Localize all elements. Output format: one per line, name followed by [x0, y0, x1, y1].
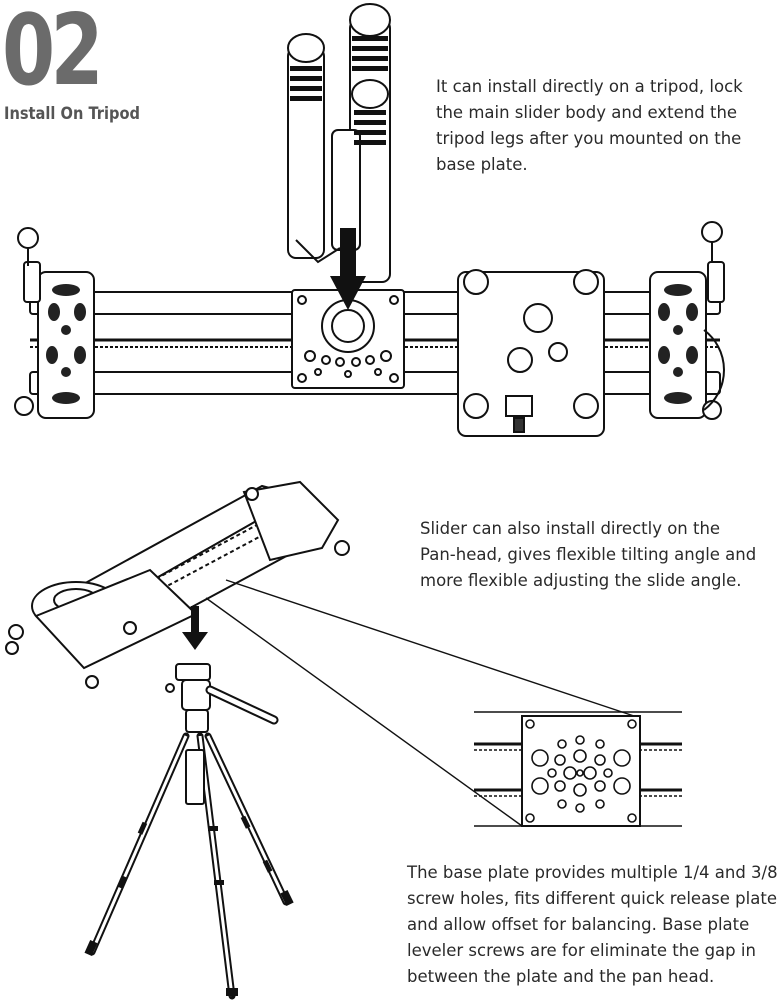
text-line: leveler screws are for eliminate the gap…	[407, 941, 756, 960]
text-line: The base plate provides multiple 1/4 and…	[407, 863, 778, 882]
text-line: Slider can also install directly on the	[420, 519, 721, 538]
instruction-pan-head: Slider can also install directly on the …	[420, 516, 756, 594]
mount-direction-arrow	[330, 228, 366, 310]
slider-carriage	[457, 269, 605, 437]
slider-end-cap-far	[242, 480, 350, 562]
text-line: tripod legs after you mounted on the	[436, 129, 742, 148]
instruction-tripod-mount: It can install directly on a tripod, loc…	[436, 74, 743, 178]
slider-angled-illustration	[5, 480, 635, 827]
step-number: 02	[2, 0, 104, 108]
instruction-base-plate: The base plate provides multiple 1/4 and…	[407, 860, 778, 990]
slider-carriage-angled	[5, 568, 198, 689]
slider-end-cap-left	[14, 227, 95, 419]
text-line: the main slider body and extend the	[436, 103, 738, 122]
slider-top-view-illustration	[14, 3, 725, 437]
text-line: between the plate and the pan head.	[407, 967, 715, 986]
mount-direction-arrow	[182, 606, 208, 650]
slider-end-cap-right	[649, 221, 725, 420]
text-line: base plate.	[436, 155, 528, 174]
pan-head	[165, 663, 279, 733]
text-line: and allow offset for balancing. Base pla…	[407, 915, 750, 934]
base-plate	[291, 289, 405, 389]
text-line: It can install directly on a tripod, loc…	[436, 77, 743, 96]
text-line: more flexible adjusting the slide angle.	[420, 571, 742, 590]
tripod-illustration	[84, 663, 294, 1000]
base-plate-detail	[474, 711, 682, 827]
tripod-legs-top-view	[287, 3, 391, 283]
step-title: Install On Tripod	[4, 104, 141, 124]
tripod-legs	[84, 732, 294, 1000]
text-line: Pan-head, gives flexible tilting angle a…	[420, 545, 757, 564]
text-line: screw holes, fits different quick releas…	[407, 889, 777, 908]
